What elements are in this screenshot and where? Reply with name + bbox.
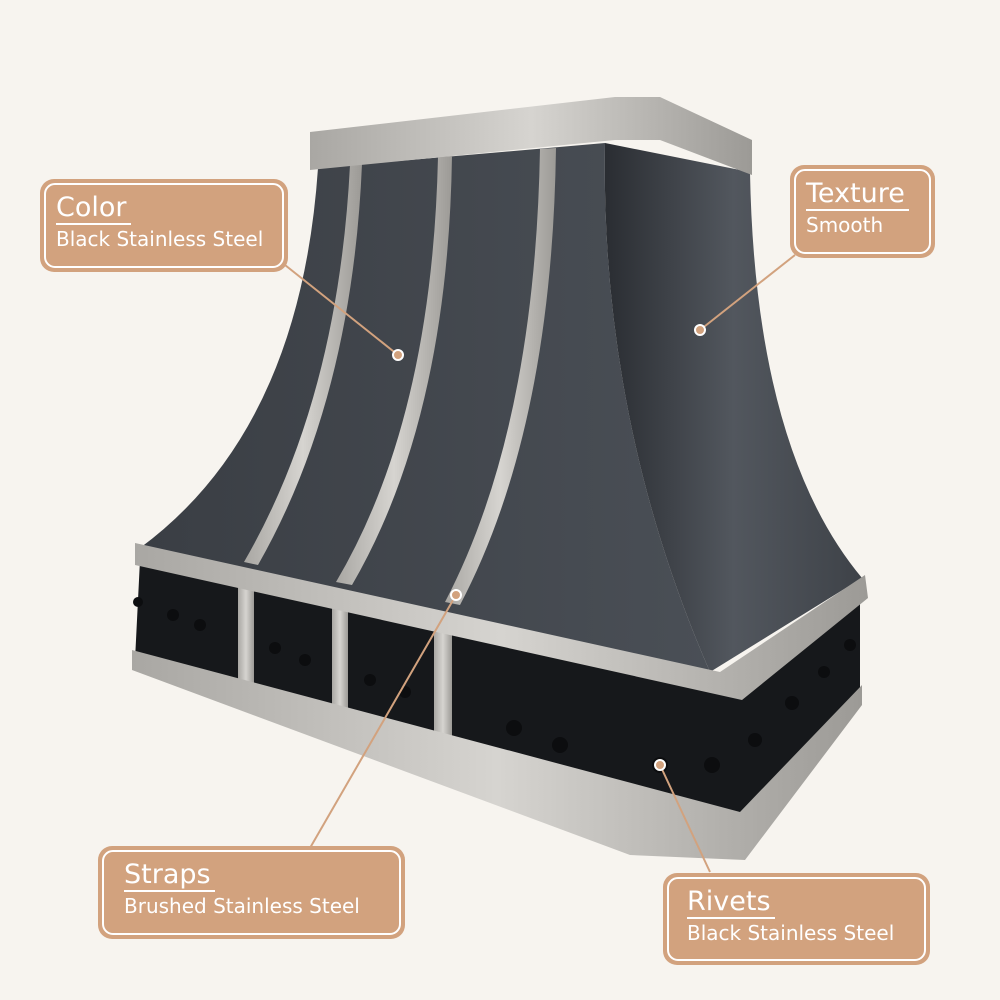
top-collar [310,97,752,175]
callout-texture: Texture Smooth [790,165,935,258]
callout-dot [694,324,706,336]
callout-dot [392,349,404,361]
callout-title: Texture [806,179,909,211]
callout-dot [654,759,666,771]
callout-title: Color [56,193,131,225]
callout-dot [450,589,462,601]
callout-title: Rivets [687,887,775,919]
hood-front-panel [140,143,710,672]
callout-value: Black Stainless Steel [687,921,895,945]
callout-rivets: Rivets Black Stainless Steel [663,873,930,965]
strap [445,148,556,605]
callout-value: Black Stainless Steel [56,227,264,251]
strap [244,164,362,565]
callout-straps: Straps Brushed Stainless Steel [98,846,405,939]
strap [336,156,452,585]
callout-color: Color Black Stainless Steel [40,179,288,272]
hood-side-panel [604,143,862,672]
callout-title: Straps [124,860,215,892]
hood-base-box [135,560,860,820]
callout-value: Brushed Stainless Steel [124,894,360,918]
callout-value: Smooth [806,213,884,237]
